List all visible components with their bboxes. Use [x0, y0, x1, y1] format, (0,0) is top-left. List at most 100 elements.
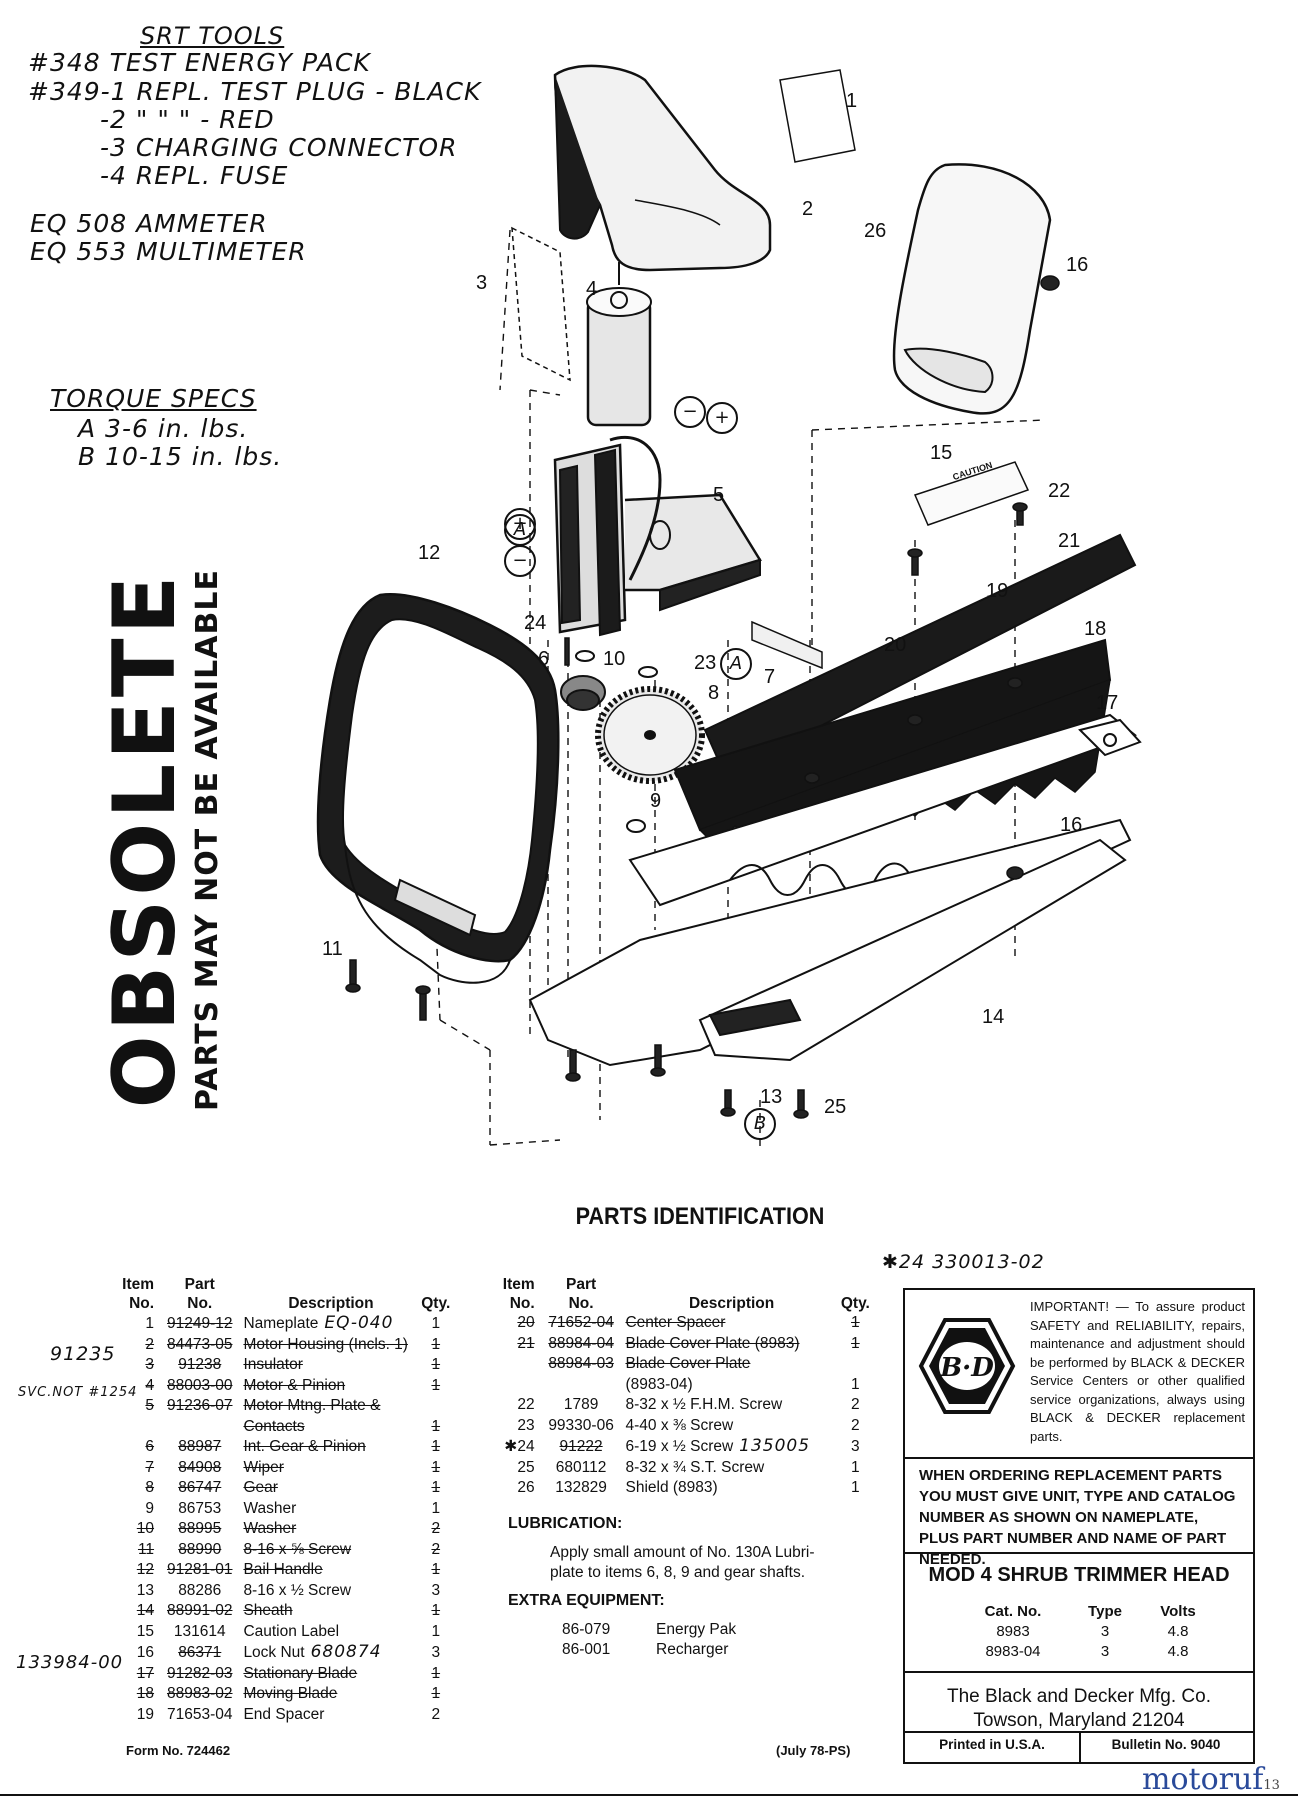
part-qty: 1: [431, 1356, 441, 1373]
part-item-no: ✱24: [504, 1437, 535, 1455]
callout-1: 1: [846, 90, 858, 112]
callout-24: 24: [524, 612, 547, 634]
print-date: (July 78-PS): [776, 1743, 851, 1758]
part-qty: 2: [851, 1396, 860, 1413]
part-number: 1789: [563, 1396, 599, 1413]
note-line-349-1: #349-1 REPL. TEST PLUG - BLACK: [28, 77, 482, 106]
part-number: 88286: [178, 1581, 222, 1599]
part-number: 84908: [178, 1458, 222, 1476]
parts-right-row: (8983-04)1: [498, 1375, 873, 1396]
part-description: (8983-04): [625, 1375, 693, 1393]
part-description: Blade Cover Plate (8983): [625, 1334, 800, 1352]
part-number: 88991-02: [166, 1602, 233, 1619]
model-hdr-type: Type: [1088, 1603, 1122, 1620]
hdr-desc: Description: [288, 1295, 374, 1312]
callout-6: 6: [538, 648, 550, 670]
note-line-348: #348 TEST ENERGY PACK: [28, 48, 371, 77]
hdr-r-desc: Description: [688, 1295, 775, 1312]
callout-4: 4: [586, 278, 598, 300]
callout-17: 17: [1096, 692, 1119, 714]
callout-3: 3: [476, 272, 488, 294]
page-tail: 13: [1263, 1778, 1280, 1793]
part-number: 680112: [555, 1458, 607, 1476]
model-type-1: 3: [1100, 1623, 1110, 1640]
handwritten-replacement-part: 680874: [310, 1642, 382, 1662]
part-qty: 1: [851, 1458, 860, 1476]
part-qty: 2: [431, 1705, 441, 1723]
part-item-no: 6: [145, 1438, 155, 1455]
print-info-divider: [1079, 1733, 1081, 1764]
part-description: 6-19 x ½ Screw: [625, 1438, 734, 1455]
part-number: 86753: [178, 1499, 222, 1517]
part-number: 88984-03: [548, 1355, 614, 1372]
margin-note-item-16: 133984-00: [16, 1652, 124, 1673]
part-qty: 1: [431, 1561, 441, 1578]
note-line-349-3: -3 CHARGING CONNECTOR: [100, 133, 458, 162]
model-type-2: 3: [1100, 1643, 1110, 1660]
part-qty: 1: [431, 1602, 441, 1619]
note-torque-title: TORQUE SPECS: [50, 384, 257, 413]
part-description: Int. Gear & Pinion: [243, 1438, 366, 1455]
part-number: 86371: [178, 1643, 222, 1661]
model-cat-2: 8983-04: [985, 1643, 1041, 1660]
hdr-r-part-1: Part: [565, 1276, 597, 1293]
part-item-no: 23: [517, 1416, 535, 1434]
part-item-no: 5: [145, 1397, 155, 1414]
part-item-no: 13: [136, 1581, 155, 1599]
handwritten-replacement-part: 135005: [739, 1436, 811, 1456]
part-qty: 1: [851, 1314, 860, 1331]
part-number: 71653-04: [166, 1705, 233, 1723]
callout-2: 2: [802, 198, 814, 220]
hdr-item-2: No.: [129, 1295, 155, 1312]
part-item-no: 20: [517, 1314, 535, 1331]
company-city: Towson, Maryland 21204: [973, 1710, 1185, 1731]
hdr-part-2: No.: [187, 1295, 213, 1312]
part-description: 8-16 x ½ Screw: [243, 1581, 352, 1599]
part-number: 91236-07: [166, 1397, 233, 1414]
model-cat-1: 8983: [996, 1623, 1030, 1640]
torque-marker-a-2: A: [720, 648, 752, 680]
part-item-no: 3: [145, 1356, 155, 1373]
part-description: Washer: [243, 1499, 297, 1517]
part-description: Gear: [243, 1479, 278, 1496]
part-description: Shield (8983): [625, 1479, 718, 1496]
print-info-section: Printed in U.S.A. Bulletin No. 9040: [905, 1731, 1253, 1764]
callout-26: 26: [864, 220, 887, 242]
part-qty: 1: [431, 1479, 441, 1496]
part-number: 91281-01: [166, 1561, 233, 1578]
bottom-rule: [0, 1794, 1298, 1796]
form-number: Form No. 724462: [126, 1743, 231, 1758]
part-description: Motor Mtng. Plate &: [243, 1397, 381, 1414]
note-torque-a: A 3-6 in. lbs.: [78, 414, 249, 443]
obsolete-stamp-big: OBSOLETE: [95, 571, 195, 1109]
part-description: Wiper: [243, 1458, 284, 1476]
note-torque-b: B 10-15 in. lbs.: [78, 442, 283, 471]
part-number: 71652-04: [548, 1314, 614, 1331]
plus-terminal-icon: +: [706, 402, 738, 434]
note-star-24: ✱24 330013-02: [882, 1251, 1045, 1273]
part-item-no: 19: [136, 1705, 155, 1723]
obsolete-stamp: OBSOLETE PARTS MAY NOT BE AVAILABLE: [95, 540, 260, 1140]
callout-8: 8: [708, 682, 720, 704]
model-section: MOD 4 SHRUB TRIMMER HEAD Cat. No. 8983 8…: [905, 1552, 1253, 1673]
extra-desc-2: Recharger: [656, 1641, 729, 1658]
company-name: The Black and Decker Mfg. Co.: [947, 1686, 1211, 1707]
part-number: 99330-06: [548, 1416, 614, 1434]
part-number: 131614: [173, 1622, 226, 1640]
model-hdr-cat: Cat. No.: [984, 1603, 1042, 1620]
part-description: Washer: [243, 1520, 297, 1537]
parts-left-row: 5 91236-07 Motor Mtng. Plate &: [118, 1396, 453, 1417]
part-item-no: 26: [517, 1479, 535, 1496]
